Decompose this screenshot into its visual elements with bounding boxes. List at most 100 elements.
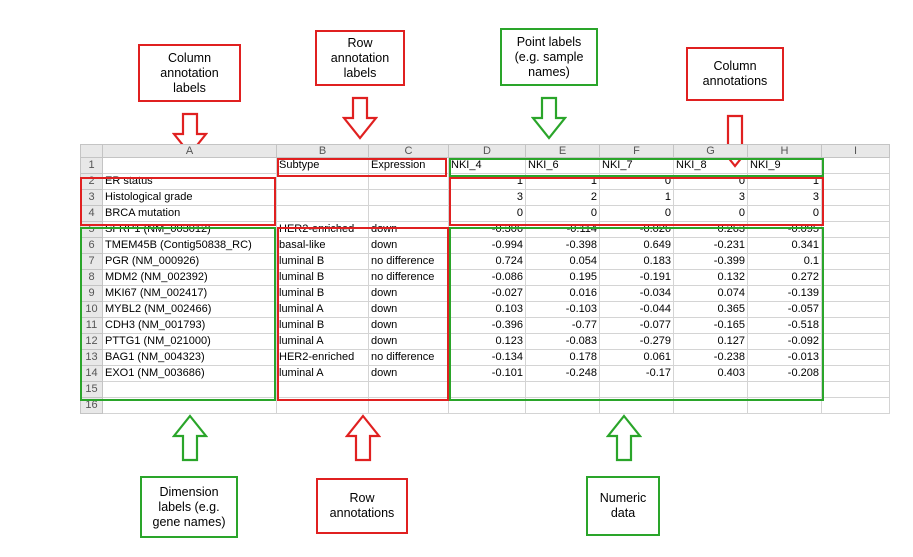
table-cell[interactable]: 0.061 xyxy=(599,349,674,366)
table-cell[interactable]: HER2-enriched xyxy=(276,349,369,366)
table-cell[interactable]: 3 xyxy=(448,189,526,206)
table-cell[interactable]: -0.034 xyxy=(599,285,674,302)
table-cell[interactable]: -0.396 xyxy=(448,317,526,334)
column-letter[interactable]: E xyxy=(525,144,600,158)
table-cell[interactable]: -0.013 xyxy=(747,349,822,366)
table-cell[interactable]: -0.103 xyxy=(525,301,600,318)
table-cell[interactable]: Expression xyxy=(368,157,449,174)
table-cell[interactable] xyxy=(368,205,449,222)
table-cell[interactable] xyxy=(276,173,369,190)
table-cell[interactable] xyxy=(599,381,674,398)
table-cell[interactable] xyxy=(821,157,890,174)
row-number[interactable]: 5 xyxy=(80,221,103,238)
table-cell[interactable]: CDH3 (NM_001793) xyxy=(102,317,277,334)
table-cell[interactable] xyxy=(821,285,890,302)
table-cell[interactable]: 1 xyxy=(448,173,526,190)
table-cell[interactable]: NKI_7 xyxy=(599,157,674,174)
table-cell[interactable]: NKI_9 xyxy=(747,157,822,174)
row-number[interactable]: 13 xyxy=(80,349,103,366)
table-cell[interactable]: -0.086 xyxy=(448,269,526,286)
row-number[interactable]: 3 xyxy=(80,189,103,206)
table-cell[interactable]: PTTG1 (NM_021000) xyxy=(102,333,277,350)
table-cell[interactable]: 0.263 xyxy=(673,221,748,238)
table-cell[interactable]: no difference xyxy=(368,269,449,286)
table-cell[interactable]: no difference xyxy=(368,253,449,270)
row-number[interactable]: 15 xyxy=(80,381,103,398)
table-cell[interactable]: 0.054 xyxy=(525,253,600,270)
table-cell[interactable]: -0.279 xyxy=(599,333,674,350)
table-cell[interactable]: -0.398 xyxy=(525,237,600,254)
table-cell[interactable]: -0.208 xyxy=(747,365,822,382)
row-number[interactable]: 12 xyxy=(80,333,103,350)
table-cell[interactable]: 0 xyxy=(673,205,748,222)
table-cell[interactable]: -0.044 xyxy=(599,301,674,318)
table-cell[interactable]: luminal A xyxy=(276,301,369,318)
table-cell[interactable]: ER status xyxy=(102,173,277,190)
column-letter[interactable]: B xyxy=(276,144,369,158)
table-cell[interactable] xyxy=(368,381,449,398)
row-number[interactable]: 9 xyxy=(80,285,103,302)
table-cell[interactable] xyxy=(821,397,890,414)
table-cell[interactable]: down xyxy=(368,317,449,334)
table-cell[interactable]: -0.057 xyxy=(747,301,822,318)
table-cell[interactable]: 0.403 xyxy=(673,365,748,382)
row-number[interactable]: 11 xyxy=(80,317,103,334)
table-cell[interactable] xyxy=(821,333,890,350)
table-cell[interactable]: SFRP1 (NM_003012) xyxy=(102,221,277,238)
table-cell[interactable]: 0.123 xyxy=(448,333,526,350)
table-cell[interactable]: MKI67 (NM_002417) xyxy=(102,285,277,302)
table-cell[interactable]: EXO1 (NM_003686) xyxy=(102,365,277,382)
table-cell[interactable]: -0.306 xyxy=(448,221,526,238)
table-cell[interactable] xyxy=(448,381,526,398)
table-cell[interactable]: 0 xyxy=(448,205,526,222)
table-cell[interactable]: -0.026 xyxy=(599,221,674,238)
table-cell[interactable]: -0.17 xyxy=(599,365,674,382)
table-cell[interactable]: TMEM45B (Contig50838_RC) xyxy=(102,237,277,254)
table-cell[interactable]: Histological grade xyxy=(102,189,277,206)
table-cell[interactable]: 0.365 xyxy=(673,301,748,318)
table-cell[interactable] xyxy=(368,397,449,414)
table-cell[interactable]: -0.027 xyxy=(448,285,526,302)
column-letter[interactable]: H xyxy=(747,144,822,158)
column-letter[interactable]: D xyxy=(448,144,526,158)
table-cell[interactable]: NKI_6 xyxy=(525,157,600,174)
table-cell[interactable]: luminal B xyxy=(276,253,369,270)
table-cell[interactable]: down xyxy=(368,301,449,318)
table-cell[interactable] xyxy=(821,365,890,382)
table-cell[interactable]: BRCA mutation xyxy=(102,205,277,222)
column-letter[interactable]: C xyxy=(368,144,449,158)
table-cell[interactable]: luminal A xyxy=(276,365,369,382)
table-cell[interactable]: NKI_4 xyxy=(448,157,526,174)
row-number[interactable]: 10 xyxy=(80,301,103,318)
table-cell[interactable]: 0.649 xyxy=(599,237,674,254)
column-letter[interactable]: I xyxy=(821,144,890,158)
table-cell[interactable]: 0.183 xyxy=(599,253,674,270)
table-cell[interactable]: HER2-enriched xyxy=(276,221,369,238)
table-cell[interactable]: MDM2 (NM_002392) xyxy=(102,269,277,286)
table-cell[interactable] xyxy=(821,189,890,206)
table-cell[interactable]: 0.272 xyxy=(747,269,822,286)
table-cell[interactable]: down xyxy=(368,237,449,254)
row-number[interactable]: 6 xyxy=(80,237,103,254)
table-cell[interactable]: -0.101 xyxy=(448,365,526,382)
table-cell[interactable]: -0.231 xyxy=(673,237,748,254)
table-cell[interactable] xyxy=(821,381,890,398)
table-cell[interactable]: 0 xyxy=(747,205,822,222)
row-number[interactable]: 2 xyxy=(80,173,103,190)
table-cell[interactable] xyxy=(673,397,748,414)
table-cell[interactable]: BAG1 (NM_004323) xyxy=(102,349,277,366)
table-cell[interactable]: 0.127 xyxy=(673,333,748,350)
table-cell[interactable] xyxy=(368,173,449,190)
table-cell[interactable]: 0.1 xyxy=(747,253,822,270)
table-cell[interactable] xyxy=(821,173,890,190)
table-cell[interactable] xyxy=(821,317,890,334)
table-cell[interactable]: 0 xyxy=(599,173,674,190)
table-cell[interactable]: Subtype xyxy=(276,157,369,174)
table-cell[interactable]: 0.341 xyxy=(747,237,822,254)
table-cell[interactable]: -0.399 xyxy=(673,253,748,270)
table-cell[interactable] xyxy=(821,237,890,254)
table-cell[interactable] xyxy=(599,397,674,414)
table-cell[interactable] xyxy=(102,397,277,414)
table-cell[interactable]: 0.178 xyxy=(525,349,600,366)
table-cell[interactable]: luminal B xyxy=(276,269,369,286)
